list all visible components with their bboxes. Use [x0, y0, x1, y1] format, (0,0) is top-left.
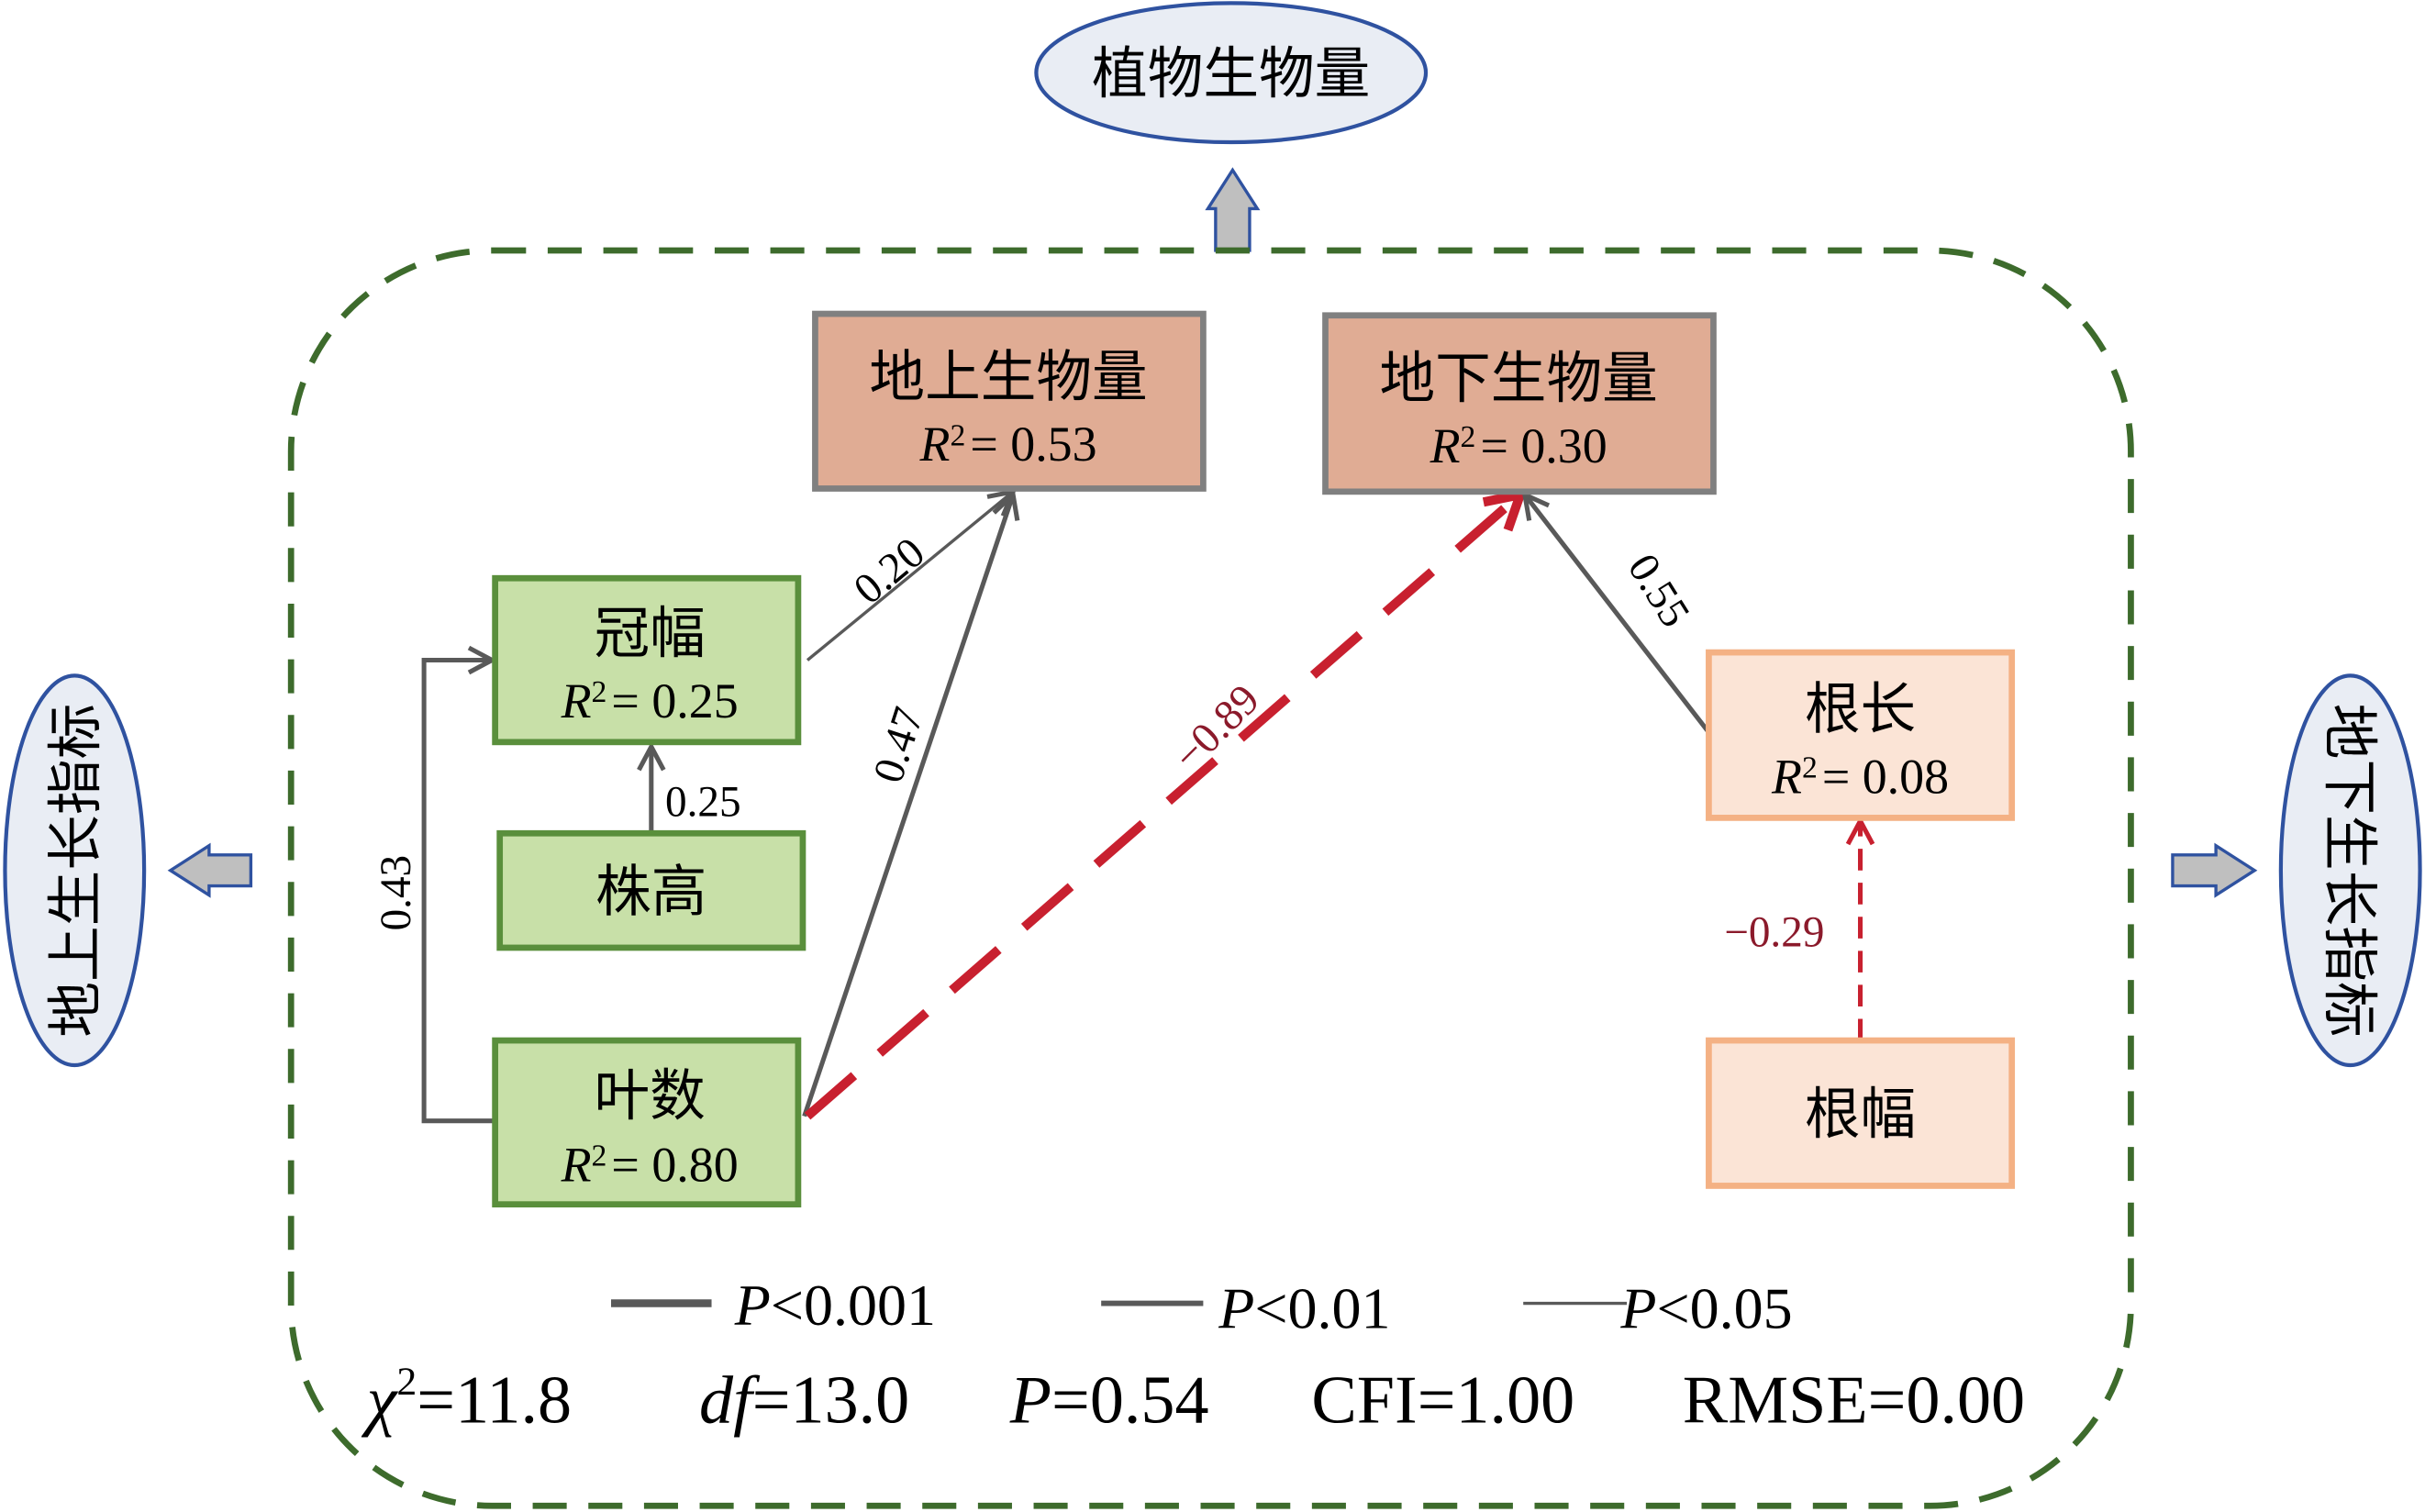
node-root-width: 根幅	[1706, 1037, 2016, 1189]
below-ground-indicators-node: 地下生长指标	[2278, 673, 2422, 1068]
node-agb: 地上生物量 R2= 0.53	[812, 310, 1207, 492]
stat-p: P=0.54	[1009, 1362, 1209, 1438]
node-label: 株高	[595, 862, 706, 924]
legend-label-p01: P<0.01	[1218, 1275, 1390, 1340]
stat-chi-square: χ2=11.8	[362, 1360, 572, 1438]
path-rootlength-to-bgb	[1521, 490, 1713, 736]
node-label: 地上生物量	[869, 347, 1147, 408]
r2-value: R2= 0.30	[1429, 418, 1607, 473]
node-label: 冠幅	[594, 604, 705, 665]
plant-biomass-label: 植物生物量	[1092, 44, 1370, 106]
node-label: 根幅	[1805, 1084, 1916, 1146]
coef-rootwidth-rootlength: −0.29	[1724, 908, 1824, 956]
node-crown: 冠幅 R2= 0.25	[492, 574, 802, 746]
r2-value: R2= 0.08	[1771, 749, 1949, 804]
legend-label-p05: P<0.05	[1619, 1275, 1792, 1340]
above-ground-indicators-node: 地上生长指标	[3, 673, 147, 1068]
fit-statistics: χ2=11.8 df=13.0 P=0.54 CFI=1.00 RMSE=0.0…	[362, 1360, 2025, 1438]
model-frame	[287, 247, 2134, 1509]
r2-value: R2= 0.53	[919, 417, 1097, 472]
node-height: 株高	[496, 829, 806, 951]
stat-cfi: CFI=1.00	[1311, 1362, 1574, 1438]
up-block-arrow-icon	[1205, 167, 1261, 252]
legend-label-p001: P<0.001	[734, 1273, 936, 1338]
coef-crown-agb: 0.20	[845, 528, 934, 614]
stat-rmse: RMSE=0.00	[1683, 1362, 2025, 1438]
right-block-arrow-icon	[2171, 842, 2258, 898]
node-label: 地下生物量	[1379, 349, 1657, 410]
node-label: 叶数	[594, 1066, 705, 1128]
r2-value: R2= 0.25	[561, 673, 739, 728]
below-ground-indicators-label: 地下生长指标	[2318, 704, 2379, 1038]
coef-rootlength-bgb: 0.55	[1619, 546, 1699, 636]
node-leaves: 叶数 R2= 0.80	[492, 1037, 802, 1208]
path-leaves-to-crown	[421, 645, 497, 1124]
path-leaves-to-bgb	[804, 495, 1520, 1120]
node-root-length: 根长 R2= 0.08	[1706, 649, 2016, 821]
left-block-arrow-icon	[167, 842, 253, 898]
node-label: 根长	[1805, 680, 1916, 741]
plant-biomass-node: 植物生物量	[1034, 1, 1429, 145]
r2-value: R2= 0.80	[561, 1137, 739, 1192]
legend: P<0.001 P<0.01 P<0.05	[611, 1273, 1793, 1340]
path-leaves-to-agb	[802, 490, 1020, 1117]
coef-leaves-agb: 0.47	[864, 702, 933, 789]
coef-leaves-crown: 0.43	[373, 855, 420, 931]
stat-df: df=13.0	[699, 1362, 909, 1438]
above-ground-indicators-label: 地上生长指标	[46, 704, 107, 1038]
path-crown-to-agb	[806, 488, 1018, 662]
node-bgb: 地下生物量 R2= 0.30	[1322, 312, 1717, 495]
coef-height-crown: 0.25	[665, 779, 741, 827]
